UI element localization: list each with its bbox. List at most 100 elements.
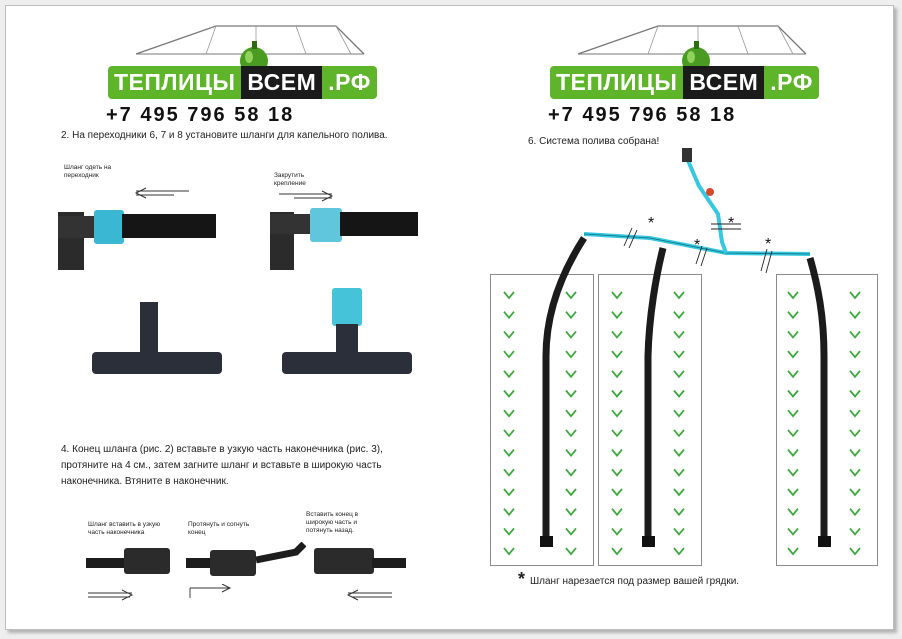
brand-logo-right: ТЕПЛИЦЫ ВСЕМ .РФ +7 495 796 58 18: [548, 18, 819, 128]
sprout-icon: [611, 449, 623, 458]
sprout-icon: [503, 370, 515, 379]
sprout-icon: [503, 429, 515, 438]
step4-line-2: протяните на 4 см., затем загните шланг …: [61, 460, 382, 471]
step2-caption-left: Шланг одеть на переходник: [64, 164, 112, 179]
sprout-icon: [787, 468, 799, 477]
sprout-icon: [673, 468, 685, 477]
sprout-icon: [673, 291, 685, 300]
sprout-icon: [503, 389, 515, 398]
photo-hose-in-narrow-end: [86, 542, 186, 578]
sprout-icon: [849, 389, 861, 398]
sprout-icon: [673, 311, 685, 320]
logo-wordmark: ТЕПЛИЦЫ ВСЕМ .РФ: [108, 66, 377, 99]
logo-part-3: .РФ: [322, 66, 377, 99]
step4-caption-2: Протянуть и согнуть конец: [188, 521, 250, 536]
cut-mark-star: *: [694, 237, 700, 254]
sprout-icon: [673, 409, 685, 418]
sprout-icon: [673, 429, 685, 438]
logo-phone: +7 495 796 58 18: [548, 104, 737, 126]
sprout-icon: [787, 508, 799, 517]
sprout-icon: [565, 330, 577, 339]
sprout-icon: [787, 350, 799, 359]
sprout-icon: [787, 370, 799, 379]
step4-caption-1: Шланг вставить в узкую часть наконечника: [88, 521, 161, 536]
sprout-icon: [849, 468, 861, 477]
footnote-text: Шланг нарезается под размер вашей грядки…: [530, 576, 740, 587]
greenhouse-roof-icon: [135, 25, 365, 55]
arrow-right-icon: [189, 584, 232, 598]
sprout-icon: [611, 508, 623, 517]
logo-part-1: ТЕПЛИЦЫ: [550, 66, 684, 99]
sprout-icon: [787, 291, 799, 300]
logo-part-2: ВСЕМ: [241, 66, 323, 99]
end-plug: [818, 536, 831, 547]
sprout-icon: [611, 311, 623, 320]
sprout-icon: [673, 389, 685, 398]
photo-end-in-wide-part: [306, 542, 406, 578]
water-source-connector: [682, 148, 692, 162]
sprout-icon: [611, 547, 623, 556]
arrow-right-icon: [279, 190, 334, 202]
sprout-icon: [787, 311, 799, 320]
sprout-icon: [787, 429, 799, 438]
sprout-icon: [673, 527, 685, 536]
brand-logo-left: ТЕПЛИЦЫ ВСЕМ .РФ +7 495 796 58 18: [106, 18, 377, 128]
sprout-icon: [611, 330, 623, 339]
sprout-icon: [787, 527, 799, 536]
valve-icon: [706, 188, 714, 196]
sprouts-layer: [503, 291, 861, 556]
logo-part-1: ТЕПЛИЦЫ: [108, 66, 242, 99]
sprout-icon: [565, 508, 577, 517]
logo-part-3: .РФ: [764, 66, 819, 99]
sprout-icon: [849, 311, 861, 320]
sprout-icon: [503, 330, 515, 339]
step2-caption-right: Закрутить крепление: [274, 172, 306, 187]
irrigation-system-diagram: * * * *: [540, 148, 831, 547]
sprout-icon: [673, 508, 685, 517]
sprout-icon: [611, 291, 623, 300]
sprout-icon: [503, 488, 515, 497]
sprout-icon: [673, 488, 685, 497]
sprout-icon: [673, 330, 685, 339]
sprout-icon: [673, 370, 685, 379]
sprout-icon: [503, 311, 515, 320]
arrow-left-icon: [134, 187, 189, 199]
footnote-star: *: [518, 569, 526, 589]
sprout-icon: [849, 508, 861, 517]
sprout-icon: [503, 409, 515, 418]
sprout-icon: [849, 527, 861, 536]
sprout-icon: [611, 409, 623, 418]
photo-tee-with-coupling: [278, 286, 418, 386]
sprout-icon: [503, 508, 515, 517]
sprout-icon: [849, 291, 861, 300]
sprout-icon: [673, 547, 685, 556]
step4-caption-3: Вставить конец в широкую часть и потянут…: [306, 511, 359, 534]
sprout-icon: [673, 449, 685, 458]
sprout-icon: [787, 330, 799, 339]
sprout-icon: [565, 488, 577, 497]
cut-mark-star: *: [765, 236, 771, 253]
sprout-icon: [849, 409, 861, 418]
step6-instruction: 6. Система полива собрана!: [528, 136, 660, 147]
sprout-icon: [565, 547, 577, 556]
sprout-icon: [565, 449, 577, 458]
step2-instruction: 2. На переходники 6, 7 и 8 установите шл…: [61, 130, 388, 141]
sprout-icon: [787, 488, 799, 497]
sprout-icon: [849, 449, 861, 458]
end-plug: [642, 536, 655, 547]
cut-marks: [623, 223, 773, 274]
cut-mark-star: *: [728, 215, 734, 232]
sprout-icon: [849, 429, 861, 438]
photo-tee-adapter: [88, 298, 228, 383]
sprout-icon: [849, 547, 861, 556]
sprout-icon: [787, 547, 799, 556]
sprout-icon: [565, 468, 577, 477]
sprout-icon: [611, 468, 623, 477]
logo-wordmark: ТЕПЛИЦЫ ВСЕМ .РФ: [550, 66, 819, 99]
sprout-icon: [565, 429, 577, 438]
sprout-icon: [787, 449, 799, 458]
sprout-icon: [611, 527, 623, 536]
step4-line-1: 4. Конец шланга (рис. 2) вставьте в узку…: [61, 444, 383, 455]
sprout-icon: [503, 291, 515, 300]
sprout-icon: [849, 488, 861, 497]
